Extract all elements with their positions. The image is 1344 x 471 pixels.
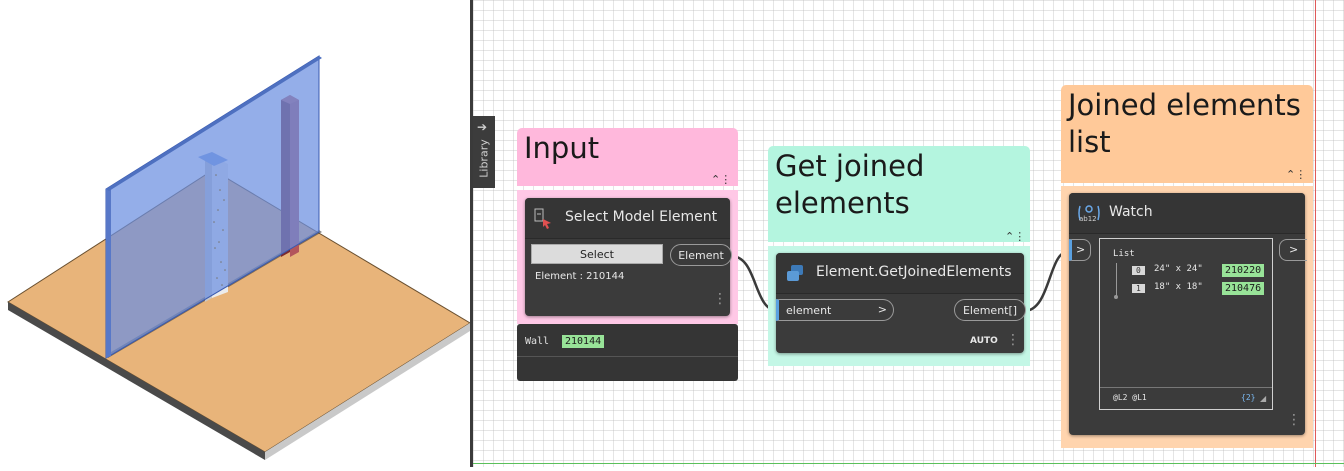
3d-model-view [7,55,471,460]
node-title: Select Model Element [565,209,718,225]
list-item[interactable]: 0 24" x 24" 210220 [1132,264,1272,277]
get-joined-elements-node[interactable]: Element.GetJoinedElements element > Elem… [776,253,1026,353]
group-get-joined-title[interactable]: Get joined elements [768,146,1030,242]
resize-grip-icon[interactable]: ◢ [1260,394,1267,403]
node-header[interactable]: ab12 Watch [1069,193,1305,234]
watch-list-panel[interactable]: List 0 24" x 24" 210220 1 18" x 18" 2104… [1099,238,1273,410]
node-title: Element.GetJoinedElements [816,264,1012,280]
preview-element-id: 210144 [562,335,605,348]
select-button[interactable]: Select [531,244,663,264]
group-joined-list-title[interactable]: Joined elements list [1061,85,1313,183]
list-levels-label: @L2 @L1 [1113,393,1147,402]
output-port-element[interactable]: Element [670,244,732,266]
floor-slab-side-left [8,302,265,460]
canvas-y-axis [1315,0,1316,467]
watch-icon-label: ab12 [1079,215,1097,223]
list-header: List [1113,249,1135,259]
python-node-icon [787,265,803,281]
output-port-arrow: > [1289,243,1299,256]
floor-slab-side-right [265,323,470,460]
input-port-element[interactable]: element > [776,299,894,321]
dynamo-workspace-canvas[interactable]: ➔ Library Input ⌃⋮ Select Model Element … [473,0,1344,467]
node-preview-bubble[interactable]: Wall 210144 [517,324,738,381]
node-header[interactable]: Select Model Element [525,198,730,239]
node-title: Watch [1109,204,1153,220]
arrow-right-icon: ➔ [477,120,488,134]
select-element-icon [534,208,551,229]
input-port-arrow: > [1076,243,1086,256]
list-tree-line [1116,263,1117,297]
glass-wall-edge [106,186,111,358]
node-menu-icon[interactable]: ⋮ [713,291,727,307]
list-item-index: 0 [1132,266,1145,275]
watch-icon [1078,205,1100,221]
list-item[interactable]: 1 18" x 18" 210476 [1132,282,1272,295]
list-count-label: {2} [1241,393,1256,402]
list-item-text: 18" x 18" [1154,282,1203,292]
selected-element-text: Element : 210144 [535,271,625,282]
watch-input-port[interactable]: > [1069,239,1091,261]
input-port-label: element [786,304,832,317]
revit-3d-viewport[interactable] [0,0,471,467]
watch-node[interactable]: ab12 Watch > > List 0 24" x 24" 210220 1… [1069,193,1307,435]
group-collapse-icon[interactable]: ⌃⋮ [1286,168,1307,181]
lacing-label[interactable]: AUTO [970,336,998,346]
group-collapse-icon[interactable]: ⌃⋮ [711,173,732,186]
library-toggle-tab[interactable]: ➔ Library [473,116,495,188]
glass-wall-top [106,56,322,191]
input-port-arrow: > [877,303,887,316]
watch-footer-divider [1100,387,1272,388]
list-item-id: 210476 [1222,282,1265,295]
node-menu-icon[interactable]: ⋮ [1287,412,1301,428]
watch-output-port[interactable]: > [1279,239,1307,261]
preview-type-label: Wall [525,336,550,347]
canvas-x-axis [473,463,1344,464]
list-item-id: 210220 [1222,264,1265,277]
group-input-title[interactable]: Input [517,128,738,186]
pane-splitter[interactable] [470,0,473,467]
node-header[interactable]: Element.GetJoinedElements [776,253,1024,294]
output-port-element-list[interactable]: Element[] [954,299,1026,321]
list-item-text: 24" x 24" [1154,264,1203,274]
list-item-index: 1 [1132,284,1145,293]
concrete-texture [213,174,226,286]
group-collapse-icon[interactable]: ⌃⋮ [1005,230,1026,243]
list-tree-node-dot [1114,295,1118,299]
node-menu-icon[interactable]: ⋮ [1006,332,1020,348]
select-model-element-node[interactable]: Select Model Element Select Element : 21… [525,198,732,316]
